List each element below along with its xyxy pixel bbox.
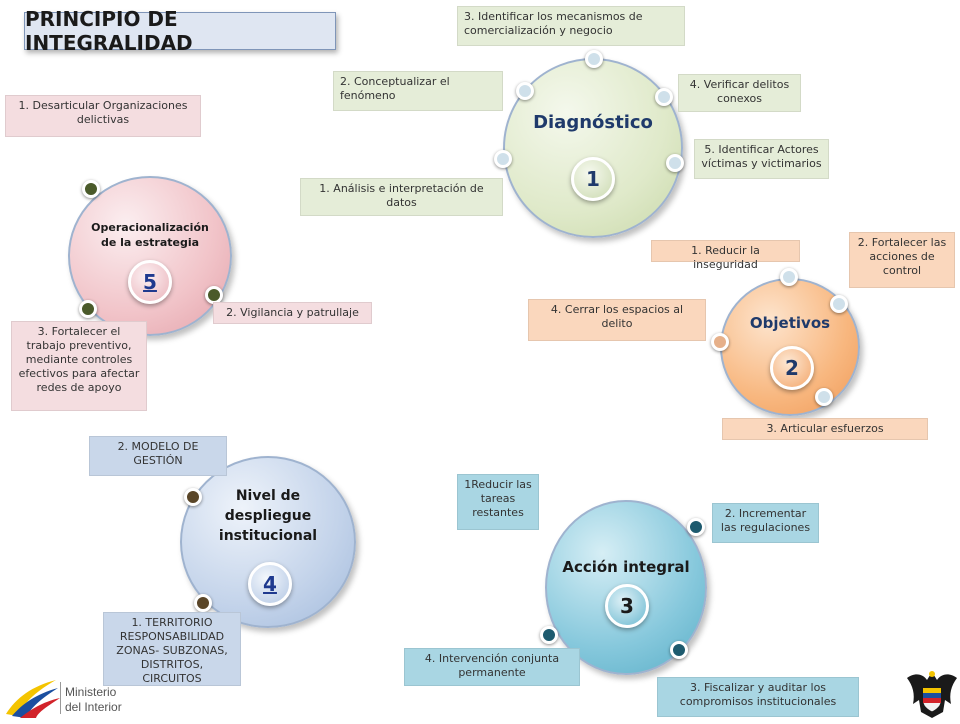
nivel-dot [184,488,202,506]
objetivos-dot [815,388,833,406]
accion-item-1: 1Reducir las tareas restantes [457,474,539,530]
diagnostico-dot [516,82,534,100]
diagnostico-circle: Diagnóstico 1 [503,58,683,238]
objetivos-dot [780,268,798,286]
objetivos-item-2: 2. Fortalecer las acciones de control [849,232,955,288]
diagnostico-dot [655,88,673,106]
accion-title: Acción integral [562,558,690,576]
operacionalizacion-number-link[interactable]: 5 [143,270,157,294]
nivel-item-1: 1. TERRITORIO RESPONSABILIDAD ZONAS- SUB… [103,612,241,686]
objetivos-dot [830,295,848,313]
operacionalizacion-item-3: 3. Fortalecer el trabajo preventivo, med… [11,321,147,411]
diagnostico-item-5: 5. Identificar Actores víctimas y victim… [694,139,829,179]
diagnostico-dot [494,150,512,168]
objetivos-number: 2 [770,346,814,390]
ministry-name-line2: del Interior [65,700,122,714]
nivel-number: 4 [248,562,292,606]
diagnostico-title: Diagnóstico [533,112,653,133]
operacionalizacion-number: 5 [128,260,172,304]
flag-swoosh-icon [6,680,60,718]
ministry-name-line1: Ministerio [65,685,117,699]
nivel-dot [194,594,212,612]
accion-dot [670,641,688,659]
objetivos-circle: Objetivos 2 [720,278,860,416]
page-title: PRINCIPIO DE INTEGRALIDAD [24,7,336,55]
accion-dot [540,626,558,644]
diagnostico-dot [666,154,684,172]
nivel-item-2: 2. MODELO DE GESTIÓN [89,436,227,476]
objetivos-title: Objetivos [749,314,831,332]
operacionalizacion-item-1: 1. Desarticular Organizaciones delictiva… [5,95,201,137]
objetivos-dot [711,333,729,351]
objetivos-item-3: 3. Articular esfuerzos [722,418,928,440]
accion-number: 3 [605,584,649,628]
operacionalizacion-item-2: 2. Vigilancia y patrullaje [213,302,372,324]
objetivos-item-4: 4. Cerrar los espacios al delito [528,299,706,341]
accion-item-2: 2. Incrementar las regulaciones [712,503,819,543]
diagnostico-item-1: 1. Análisis e interpretación de datos [300,178,503,216]
operacionalizacion-title: Operacionalización de la estrategia [91,221,209,249]
operacionalizacion-dot [79,300,97,318]
nivel-number-link[interactable]: 4 [263,572,277,596]
diagnostico-dot [585,50,603,68]
accion-item-3: 3. Fiscalizar y auditar los compromisos … [657,677,859,717]
diagnostico-item-4: 4. Verificar delitos conexos [678,74,801,112]
accion-dot [687,518,705,536]
nivel-title: Nivel de despliegue institucional [218,488,318,544]
diagnostico-number: 1 [571,157,615,201]
diagnostico-item-2: 2. Conceptualizar el fenómeno [333,71,503,111]
ministry-logo: Ministerio del Interior [2,676,142,718]
ministry-divider [60,682,61,714]
operacionalizacion-dot [82,180,100,198]
accion-item-4: 4. Intervención conjunta permanente [404,648,580,686]
objetivos-item-1: 1. Reducir la inseguridad [651,240,800,271]
coat-of-arms-emblem [905,664,959,720]
eagle-shield-icon [907,671,957,718]
diagnostico-item-3: 3. Identificar los mecanismos de comerci… [457,6,685,46]
